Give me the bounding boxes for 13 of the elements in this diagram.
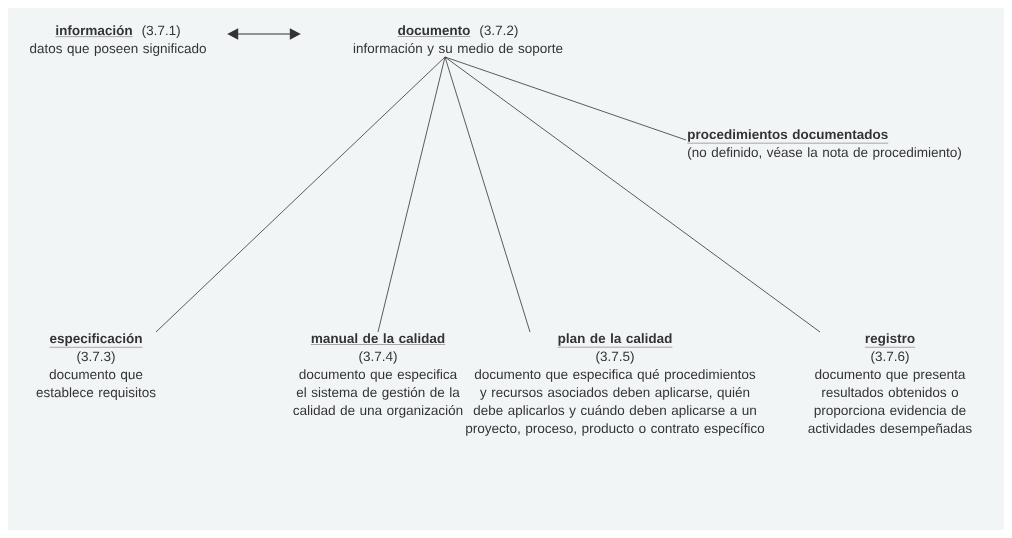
definition-text: documento (3.7.2) información y su medio de soporte — [353, 25, 563, 56]
definition-text: especificación (3.7.3) documento que establece requisitos — [36, 333, 156, 400]
connector-line — [444, 56, 821, 333]
definition-text: manual de la calidad (3.7.4) documento que especifica el sistema de gestión de la calidad de una organización — [293, 333, 463, 418]
definition-text: registro (3.7.6) documento que presenta resultados obtenidos o proporciona evidencia de actividades desempeñadas — [808, 333, 972, 436]
connector-line — [444, 56, 687, 141]
connector-line — [444, 56, 531, 333]
definition-text: plan de la calidad (3.7.5) documento que especifica qué procedimientos y recursos asociados deben aplicarse, quién debe aplicarlos y cuándo deben aplicarse a un proyecto, proceso, producto o contrato específico — [466, 333, 765, 436]
connector-line — [155, 56, 446, 333]
connector-line — [377, 56, 446, 333]
definition-text: información (3.7.1) datos que poseen significado — [30, 25, 206, 56]
double-arrow — [227, 28, 301, 40]
definition-text: procedimientos documentados (no definido, véase la nota de procedimiento) — [687, 129, 961, 160]
